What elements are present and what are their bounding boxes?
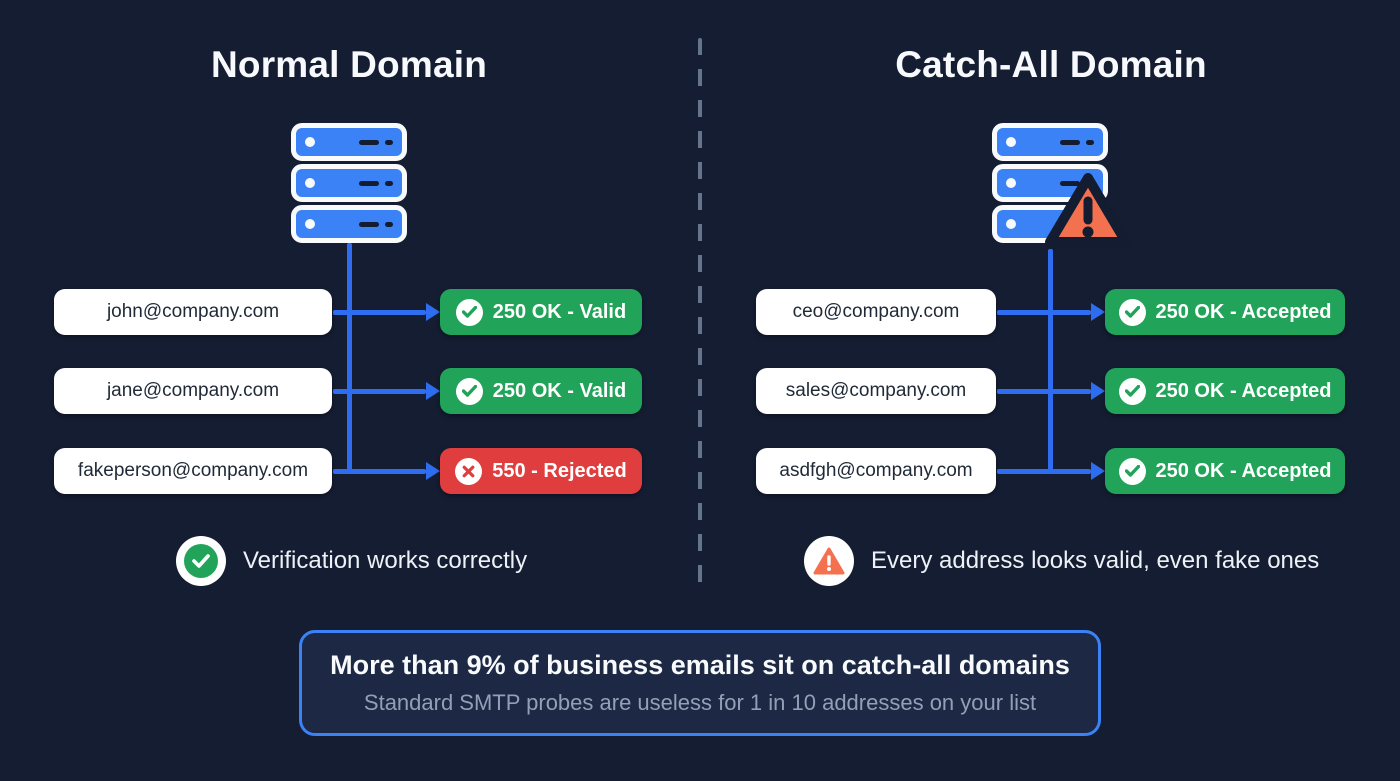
check-circle-icon bbox=[1118, 377, 1146, 405]
email-label: asdfgh@company.com bbox=[779, 460, 973, 481]
server-led bbox=[1006, 219, 1016, 229]
footer-subtitle: Standard SMTP probes are useless for 1 i… bbox=[363, 690, 1037, 715]
email-pill: sales@company.com bbox=[756, 368, 996, 414]
left-caption: Verification works correctly bbox=[176, 536, 527, 586]
email-pill: fakeperson@company.com bbox=[54, 448, 332, 494]
email-label: john@company.com bbox=[106, 301, 280, 322]
arrow-head-icon bbox=[1091, 303, 1105, 321]
arrow-head-icon bbox=[426, 462, 440, 480]
check-circle-icon bbox=[455, 298, 483, 326]
email-pill: ceo@company.com bbox=[756, 289, 996, 335]
footer-title: More than 9% of business emails sit on c… bbox=[330, 650, 1070, 680]
arrow-head-icon bbox=[1091, 462, 1105, 480]
check-circle-icon bbox=[1118, 457, 1146, 485]
server-vents bbox=[359, 221, 393, 227]
check-circle-icon bbox=[176, 536, 226, 586]
result-label: 250 OK - Valid bbox=[492, 300, 627, 323]
email-pill: john@company.com bbox=[54, 289, 332, 335]
arrow-head-icon bbox=[426, 382, 440, 400]
email-label: sales@company.com bbox=[785, 380, 967, 401]
server-unit bbox=[992, 123, 1108, 161]
right-connector-line bbox=[1048, 249, 1053, 473]
left-panel-title: Normal Domain bbox=[210, 44, 488, 85]
server-unit bbox=[291, 123, 407, 161]
arrow-connector bbox=[333, 382, 440, 400]
email-label: ceo@company.com bbox=[792, 301, 960, 322]
arrow-connector bbox=[333, 462, 440, 480]
server-unit bbox=[291, 205, 407, 243]
caption-label: Every address looks valid, even fake one… bbox=[871, 547, 1320, 574]
arrow-connector bbox=[997, 382, 1105, 400]
arrow-connector bbox=[333, 303, 440, 321]
caption-label: Verification works correctly bbox=[243, 547, 528, 574]
email-label: fakeperson@company.com bbox=[77, 460, 309, 481]
right-caption: Every address looks valid, even fake one… bbox=[804, 536, 1319, 586]
check-circle-icon bbox=[1118, 298, 1146, 326]
result-label: 550 - Rejected bbox=[492, 459, 627, 482]
result-badge: 250 OK - Accepted bbox=[1105, 289, 1345, 335]
result-badge: 250 OK - Valid bbox=[440, 289, 642, 335]
server-led bbox=[305, 219, 315, 229]
server-unit bbox=[291, 164, 407, 202]
server-led bbox=[1006, 178, 1016, 188]
arrow-connector bbox=[997, 462, 1105, 480]
arrow-connector bbox=[997, 303, 1105, 321]
email-pill: asdfgh@company.com bbox=[756, 448, 996, 494]
server-icon bbox=[291, 123, 407, 243]
warning-triangle-icon bbox=[804, 536, 854, 586]
result-label: 250 OK - Accepted bbox=[1155, 300, 1332, 323]
arrow-head-icon bbox=[426, 303, 440, 321]
result-label: 250 OK - Valid bbox=[492, 379, 627, 402]
arrow-head-icon bbox=[1091, 382, 1105, 400]
result-badge: 250 OK - Accepted bbox=[1105, 368, 1345, 414]
warning-triangle-icon bbox=[1045, 173, 1131, 247]
center-divider bbox=[698, 38, 702, 590]
right-panel-title: Catch-All Domain bbox=[895, 44, 1207, 85]
server-vents bbox=[1060, 139, 1094, 145]
server-vents bbox=[359, 139, 393, 145]
result-badge: 250 OK - Accepted bbox=[1105, 448, 1345, 494]
check-circle-icon bbox=[455, 377, 483, 405]
email-label: jane@company.com bbox=[106, 380, 280, 401]
footer-callout: More than 9% of business emails sit on c… bbox=[299, 630, 1101, 736]
server-vents bbox=[359, 180, 393, 186]
server-led bbox=[305, 178, 315, 188]
email-pill: jane@company.com bbox=[54, 368, 332, 414]
result-label: 250 OK - Accepted bbox=[1155, 379, 1332, 402]
result-badge: 250 OK - Valid bbox=[440, 368, 642, 414]
result-badge: 550 - Rejected bbox=[440, 448, 642, 494]
server-led bbox=[305, 137, 315, 147]
left-connector-line bbox=[347, 243, 352, 473]
x-circle-icon bbox=[455, 457, 483, 485]
server-led bbox=[1006, 137, 1016, 147]
result-label: 250 OK - Accepted bbox=[1155, 459, 1332, 482]
